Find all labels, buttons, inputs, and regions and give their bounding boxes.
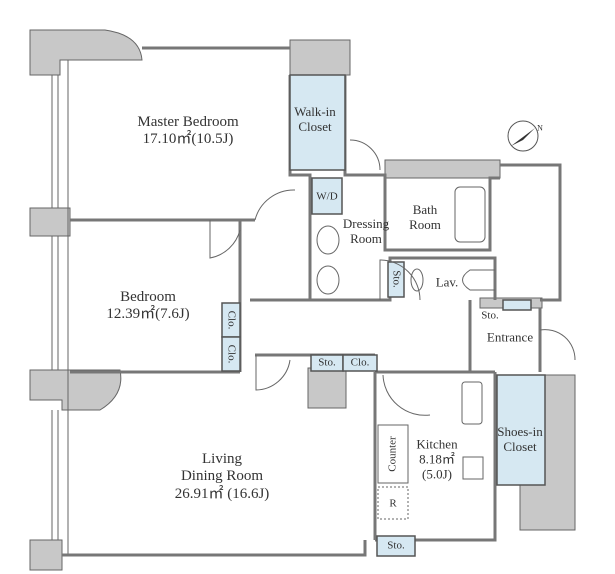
clo-hall-area xyxy=(342,354,378,372)
label-sto-kitchen: Sto. xyxy=(387,539,405,552)
door-swing xyxy=(255,355,291,391)
walk-in-closet-area xyxy=(289,74,346,171)
label-sto-hall: Sto. xyxy=(318,356,336,369)
label-line: Closet xyxy=(298,119,332,134)
label-sto-dressing: Sto. xyxy=(390,270,403,288)
counter xyxy=(377,424,409,484)
label-sto-entrance: Sto. xyxy=(481,309,499,322)
label-line: Dining Room xyxy=(180,468,264,485)
label-line: Living xyxy=(201,451,242,468)
room-area: 17.10㎡(10.5J) xyxy=(142,131,234,147)
wall-hall-pillar xyxy=(307,367,347,409)
column-top-left xyxy=(29,29,143,76)
sink-2 xyxy=(316,265,340,295)
label-clo-lower: Clo. xyxy=(225,344,238,364)
room-name: Bedroom xyxy=(120,288,176,305)
column-lower-left xyxy=(29,369,122,411)
label-line: Room xyxy=(409,217,441,232)
wd-area xyxy=(311,177,343,215)
label-line: Walk-in xyxy=(294,104,336,120)
room-lav: Lav. xyxy=(435,274,459,290)
room-name: Kitchen xyxy=(416,436,458,452)
refrigerator xyxy=(377,486,409,520)
room-tatami: (5.0J) xyxy=(422,466,452,482)
label-line: Room xyxy=(350,231,382,246)
label-line: Shoes-in xyxy=(497,424,543,440)
door-swing xyxy=(209,220,241,259)
room-area: 26.91㎡ (16.6J) xyxy=(174,485,270,502)
sto-dressing-area xyxy=(387,261,405,298)
clo-lower-area xyxy=(221,336,241,372)
lav-sink xyxy=(410,268,424,292)
room-area: 8.18㎡ xyxy=(419,451,455,467)
sink-1 xyxy=(316,225,340,255)
shoes-closet-area xyxy=(496,374,546,486)
wall-bath-top xyxy=(384,159,501,179)
cooktop xyxy=(462,456,484,480)
label-clo-upper: Clo. xyxy=(225,310,238,330)
label-refrigerator: R xyxy=(389,497,397,510)
sto-kitchen-area xyxy=(376,535,416,557)
column-mid-left xyxy=(29,207,71,237)
compass-north-icon xyxy=(507,120,539,152)
sto-entrance-area xyxy=(502,299,532,311)
label-counter: Counter xyxy=(386,436,399,472)
label-line: Bath xyxy=(412,202,438,218)
room-name: Master Bedroom xyxy=(137,113,239,130)
door-swing xyxy=(254,189,296,221)
room-entrance: Entrance xyxy=(486,329,534,345)
room-area: 12.39㎡(7.6J) xyxy=(106,306,190,322)
kitchen-sink xyxy=(461,381,483,425)
label-line: Dressing xyxy=(342,216,390,232)
bathtub xyxy=(454,186,486,243)
label-wd: W/D xyxy=(316,190,338,203)
door-swing xyxy=(379,259,421,301)
column-bottom-left xyxy=(29,539,63,571)
toilet xyxy=(462,269,495,291)
label-line: Closet xyxy=(503,439,537,454)
label-clo-hall: Clo. xyxy=(350,356,370,369)
wall-top-closet xyxy=(289,39,351,76)
door-swing xyxy=(539,329,576,361)
door-swing xyxy=(349,139,381,171)
door-swing xyxy=(382,374,431,416)
compass-label: N xyxy=(537,123,543,133)
